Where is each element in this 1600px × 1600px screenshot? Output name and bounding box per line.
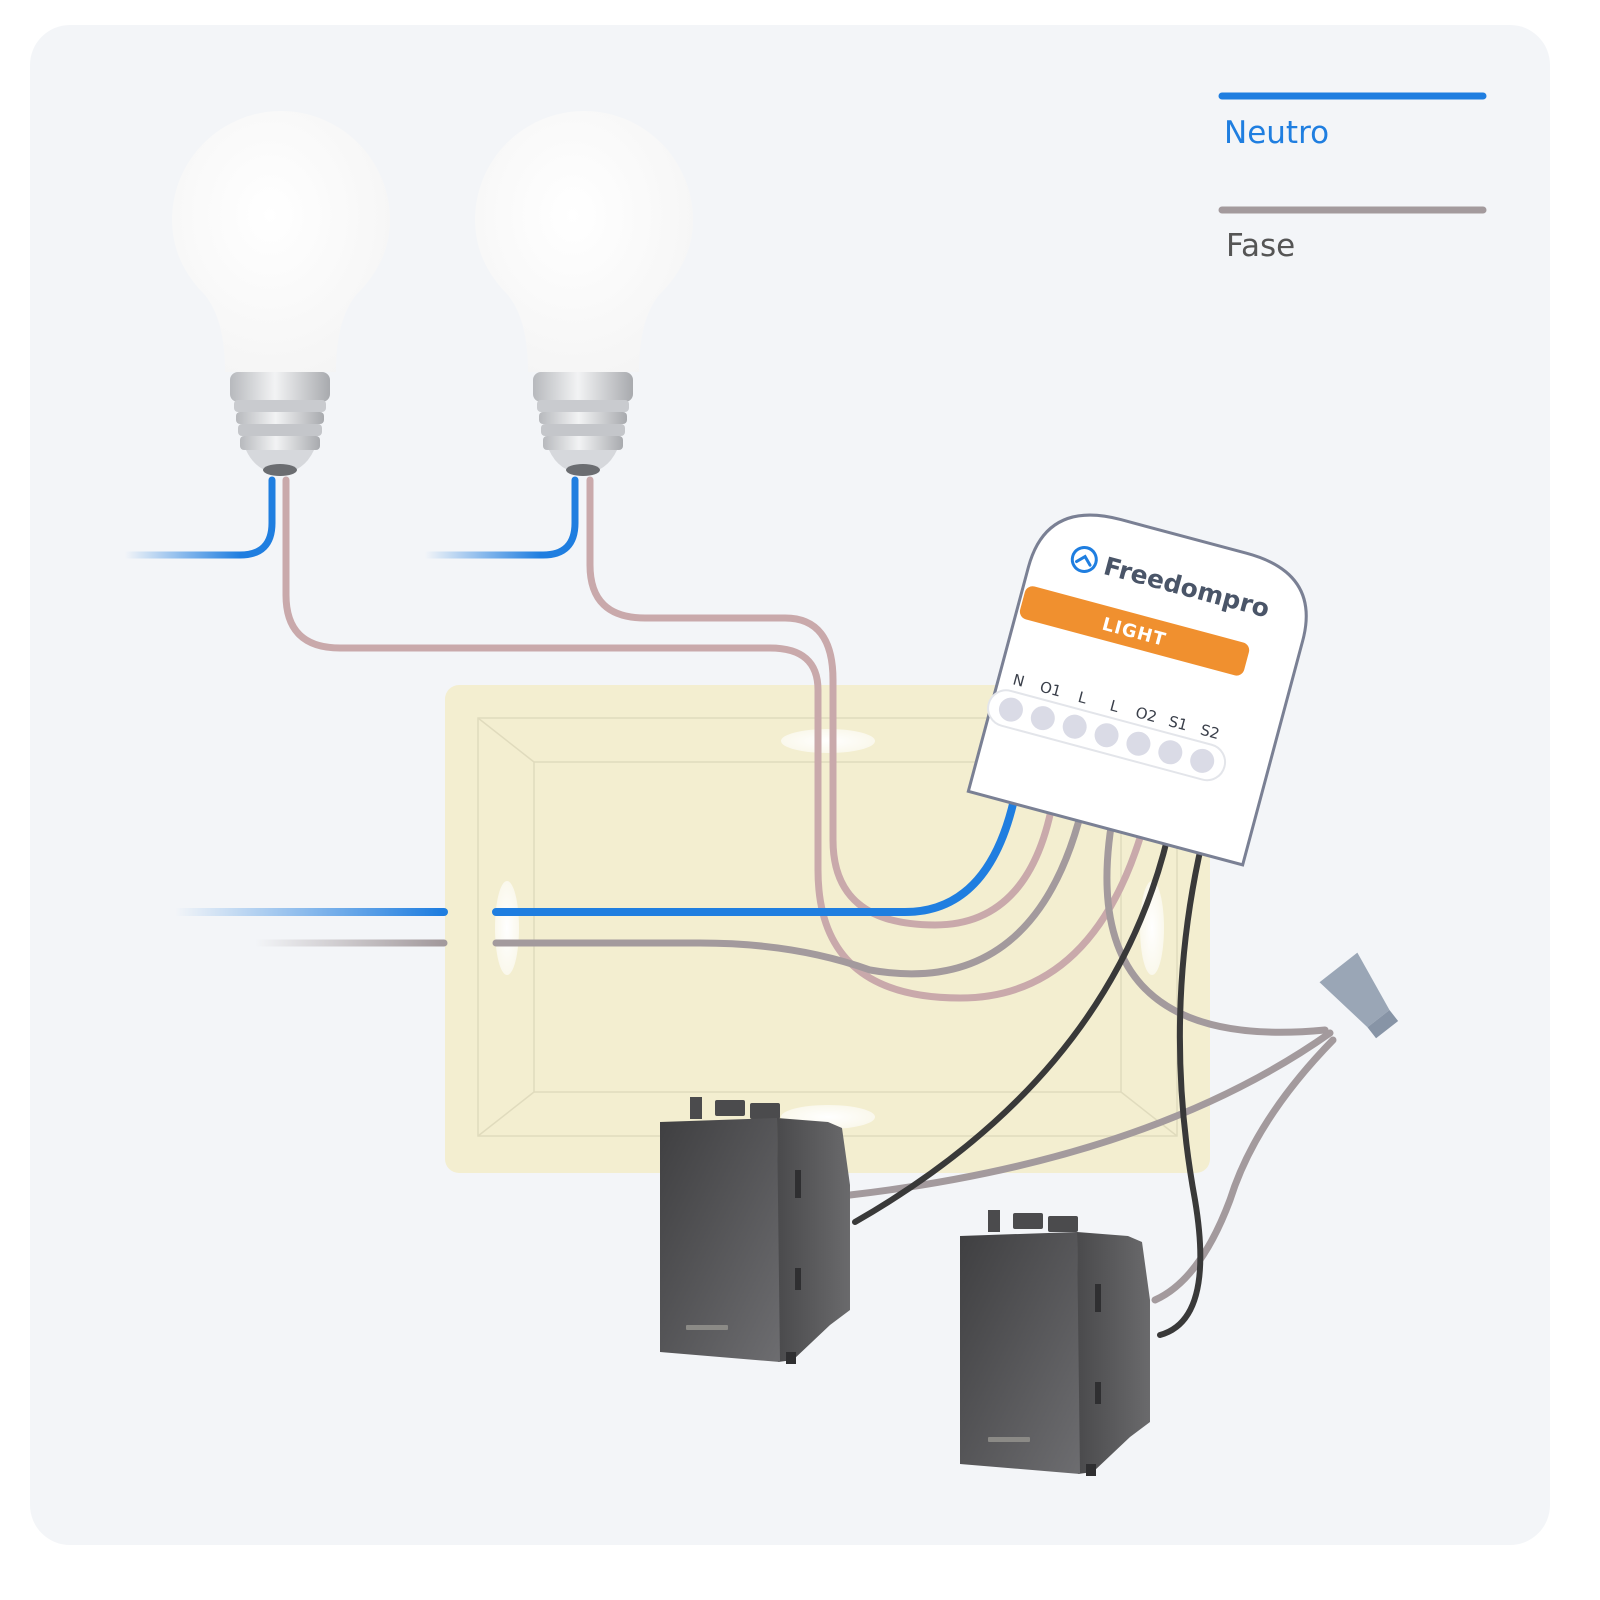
terminal-label-s2: S2: [1198, 721, 1221, 743]
terminal-o2: [1126, 731, 1151, 756]
light-bulb-icon: [172, 111, 390, 476]
terminal-s1: [1158, 740, 1183, 765]
wire-phase-bulb-1: [282, 476, 1152, 1002]
wire-phase-to-module: [492, 792, 1089, 978]
wire-phase-bulb-2: [586, 476, 1059, 929]
knockout-hole-top: [781, 729, 875, 753]
legend: Neutro Fase: [1218, 92, 1487, 264]
terminal-label-s1: S1: [1167, 712, 1190, 734]
wire-phase-connector-switch-2: [1151, 1036, 1337, 1304]
wall-switch-icon: [660, 1097, 850, 1364]
terminal-label-o1: O1: [1038, 678, 1063, 701]
wire-neutral-bulb-2: [421, 476, 579, 559]
terminal-s2: [1190, 748, 1215, 773]
wire-neutral-bulb-1: [121, 476, 276, 559]
wire-s1-switch-1: [852, 815, 1175, 1225]
terminal-label-n: N: [1011, 670, 1027, 690]
freedompro-module: Freedompro LIGHT N O1 L L O2 S1 S2: [966, 513, 1308, 867]
wire-connector-icon: [1319, 952, 1399, 1039]
knockout-hole-left: [495, 881, 519, 975]
module-badge: [1019, 586, 1250, 676]
legend-neutral-label: Neutro: [1224, 115, 1329, 151]
wall-switch-icon: [960, 1210, 1150, 1476]
terminal-l1: [1062, 714, 1087, 739]
terminal-label-o2: O2: [1134, 703, 1159, 726]
freedompro-logo-icon: [1070, 545, 1098, 573]
terminal-n: [998, 697, 1023, 722]
wire-phase-connector-switch-1: [846, 1029, 1334, 1199]
module-terminals: [998, 697, 1215, 773]
legend-phase-label: Fase: [1226, 228, 1295, 264]
terminal-l2: [1094, 723, 1119, 748]
wire-phase-to-connector: [1103, 800, 1329, 1036]
wire-neutral-to-module: [492, 776, 1022, 916]
wire-s2-switch-2: [1157, 823, 1209, 1338]
terminal-o1: [1030, 706, 1055, 731]
module-terminal-labels: N O1 L L O2 S1 S2: [1011, 670, 1222, 743]
light-bulb-icon: [475, 111, 693, 476]
wires: [121, 476, 1337, 1338]
